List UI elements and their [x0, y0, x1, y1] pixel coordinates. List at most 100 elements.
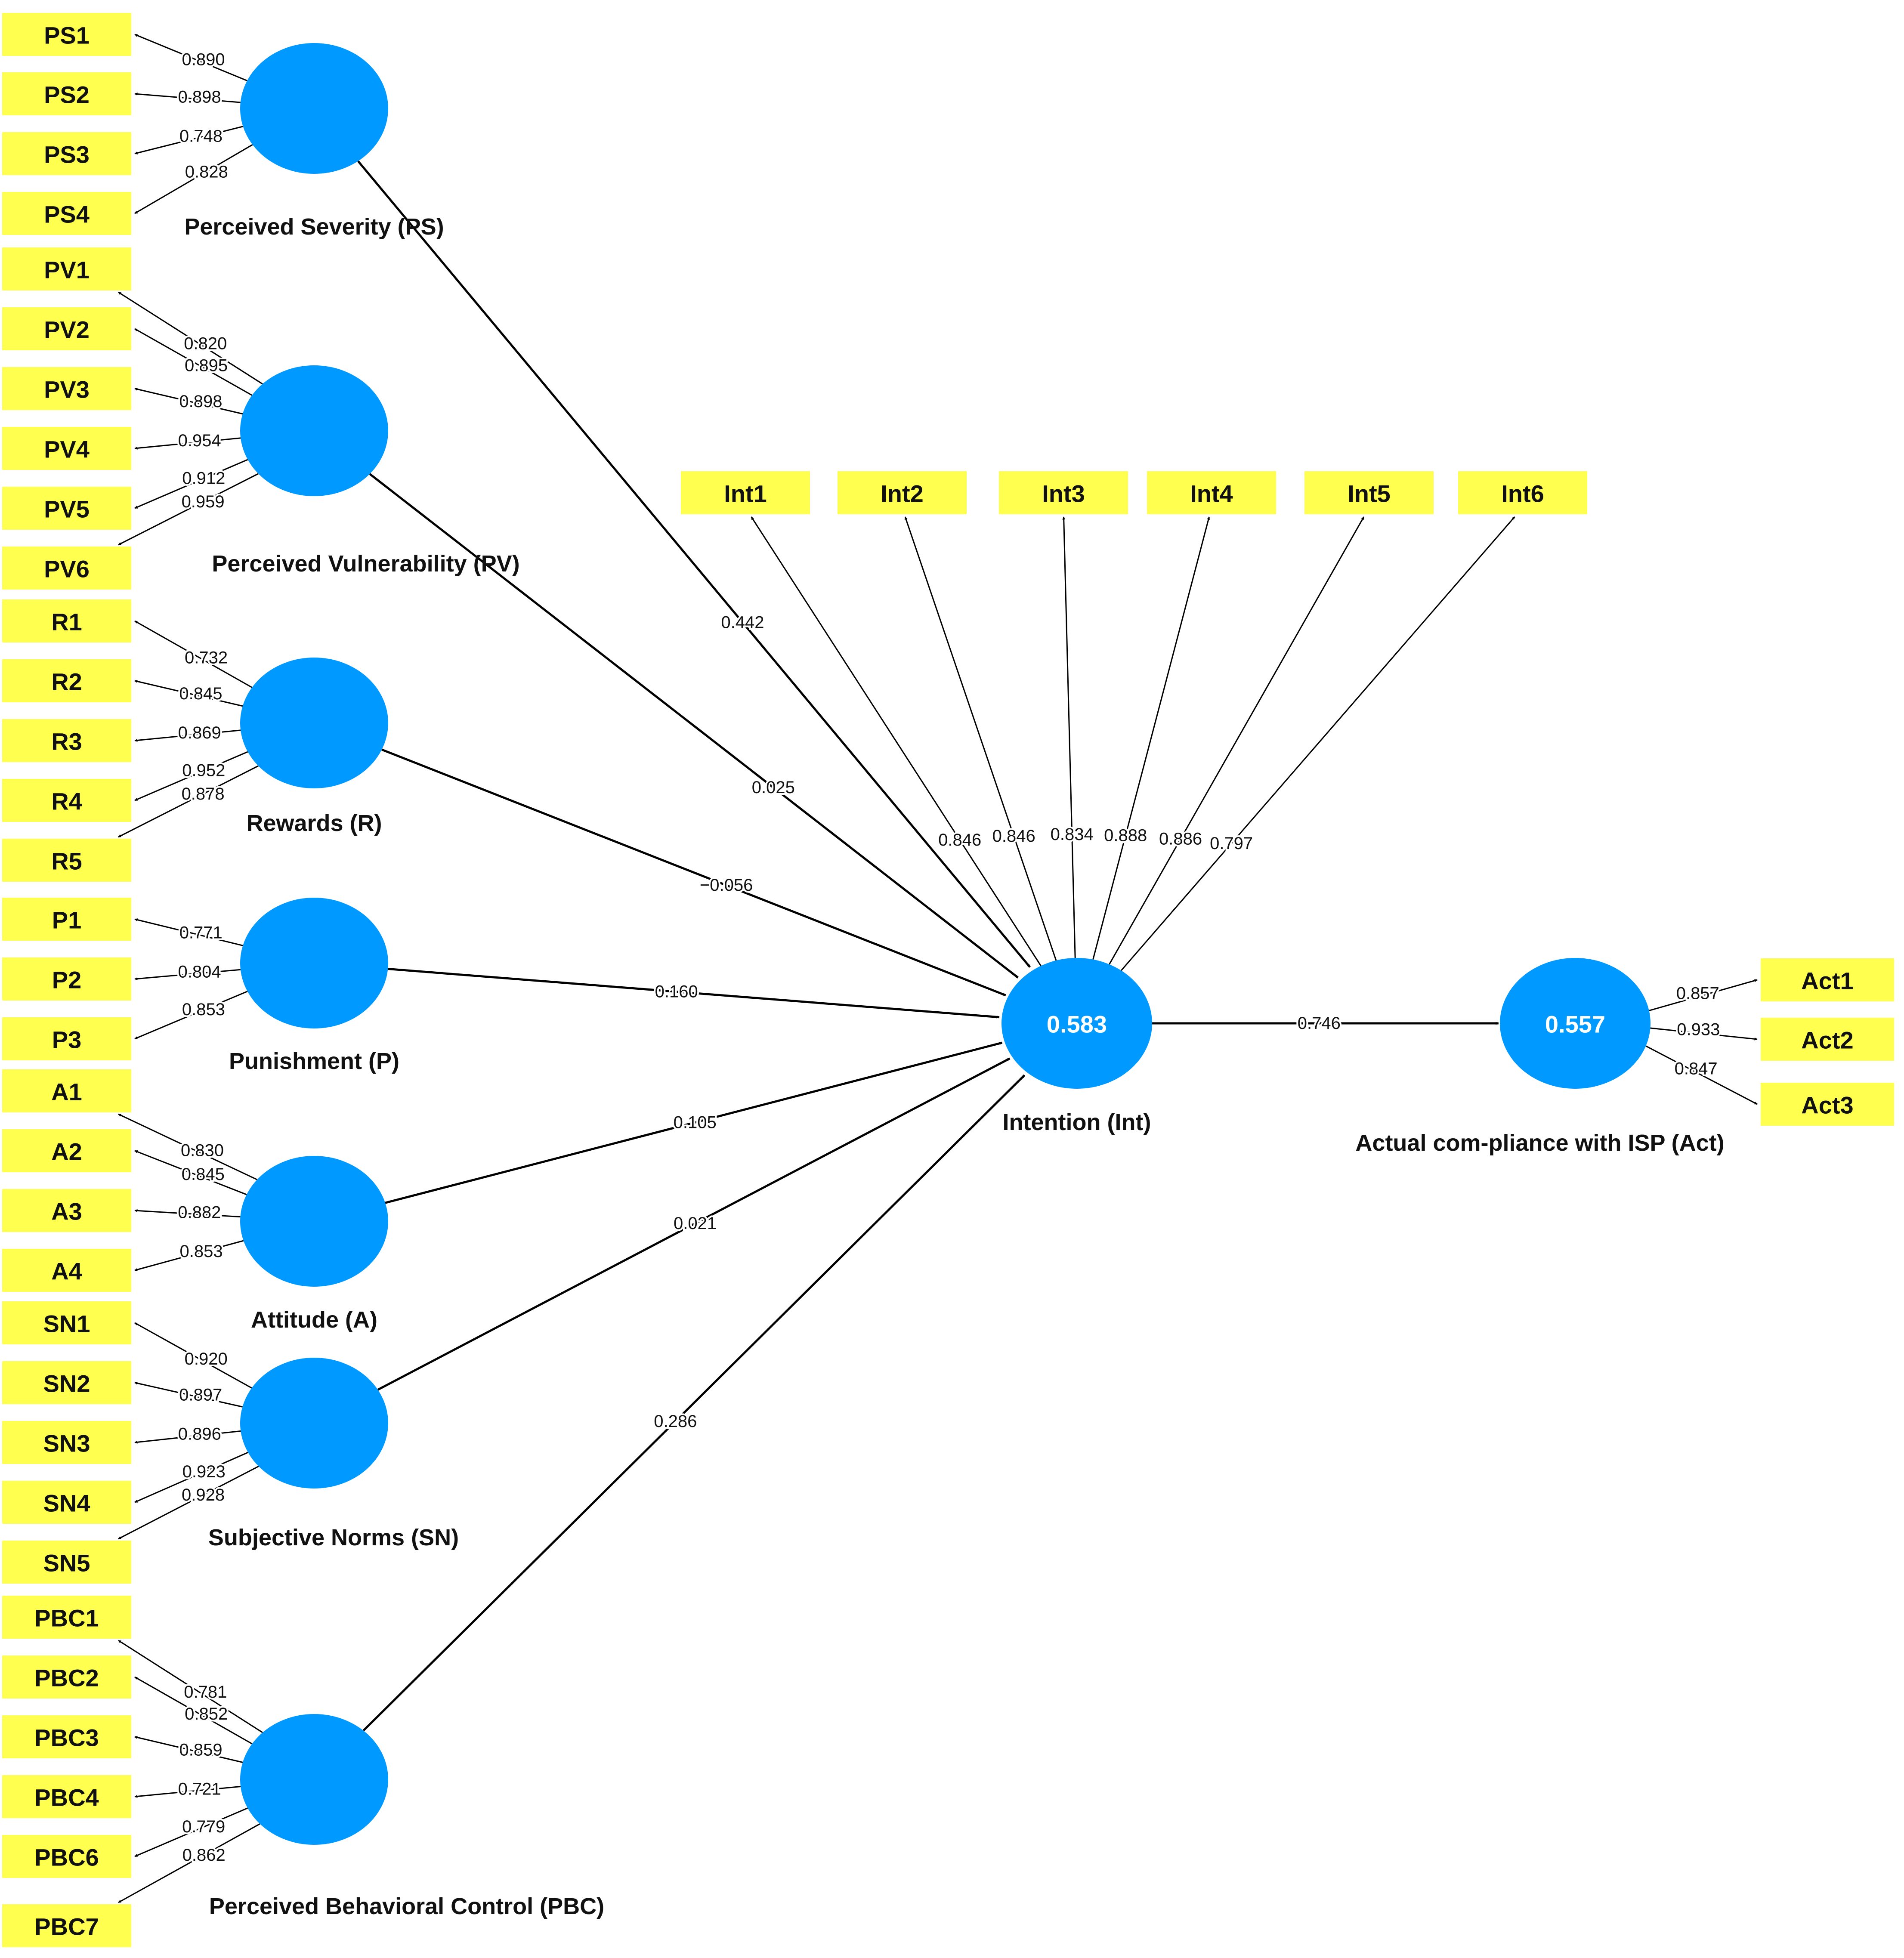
- loading-value-int6: 0.797: [1210, 834, 1253, 853]
- indicator-box-pbc6: [2, 1835, 131, 1878]
- indicator-box-ps2: [2, 72, 131, 115]
- indicator-label-int3: Int3: [1042, 480, 1085, 507]
- indicator-box-a4: [2, 1249, 131, 1292]
- loading-arrow-r3: [134, 729, 241, 742]
- indicator-label-pbc4: PBC4: [34, 1784, 99, 1811]
- indicator-label-pbc2: PBC2: [34, 1665, 99, 1692]
- loading-arrow-pv2: [134, 328, 253, 396]
- indicator-label-a3: A3: [51, 1198, 82, 1225]
- indicator-label-pv1: PV1: [44, 256, 90, 284]
- indicator-box-ps4: [2, 192, 131, 235]
- indicator-label-pv6: PV6: [44, 556, 90, 583]
- indicator-label-sn5: SN5: [43, 1550, 90, 1577]
- indicator-label-int2: Int2: [881, 480, 924, 507]
- loading-arrow-r4: [134, 751, 248, 801]
- path-arrow-pv-int: [369, 473, 1019, 979]
- indicator-box-pv2: [2, 307, 131, 350]
- loading-arrow-act1: [1649, 979, 1758, 1011]
- path-coefficient-pbc-int: 0.286: [654, 1412, 697, 1431]
- loading-value-r3: 0.869: [178, 723, 221, 742]
- loading-arrow-ps1: [134, 34, 247, 81]
- loading-value-act1: 0.857: [1676, 984, 1719, 1003]
- construct-sn: [240, 1358, 388, 1489]
- loading-value-int5: 0.886: [1159, 830, 1202, 849]
- indicator-label-int1: Int1: [724, 480, 767, 507]
- indicator-box-int5: [1304, 471, 1434, 514]
- indicator-box-int2: [838, 471, 967, 514]
- loading-value-p1: 0.771: [179, 923, 223, 942]
- loading-arrow-int4: [1092, 516, 1210, 960]
- loading-arrow-pbc2: [134, 1676, 253, 1745]
- loading-value-sn4: 0.923: [182, 1462, 226, 1481]
- path-arrow-pbc-int: [362, 1074, 1026, 1732]
- loading-arrow-p3: [134, 991, 248, 1040]
- loading-arrow-p2: [134, 969, 241, 980]
- indicator-label-p3: P3: [52, 1026, 82, 1053]
- indicator-label-pbc7: PBC7: [34, 1913, 99, 1940]
- indicator-label-act3: Act3: [1801, 1092, 1853, 1119]
- indicator-box-sn4: [2, 1481, 131, 1524]
- loading-value-sn1: 0.920: [185, 1350, 228, 1368]
- loading-value-a4: 0.853: [180, 1242, 223, 1261]
- path-arrow-ps-int: [357, 160, 1031, 968]
- loading-arrow-r2: [134, 680, 243, 707]
- loading-arrow-ps4: [134, 144, 253, 214]
- loading-value-r1: 0.732: [185, 649, 228, 667]
- indicator-box-act1: [1761, 958, 1894, 1001]
- construct-act: [1500, 958, 1651, 1089]
- indicator-box-pv5: [2, 487, 131, 530]
- indicator-label-pv3: PV3: [44, 376, 90, 403]
- loading-value-a3: 0.882: [178, 1203, 221, 1222]
- indicator-label-act2: Act2: [1801, 1027, 1853, 1054]
- indicator-label-pbc6: PBC6: [34, 1844, 99, 1871]
- indicator-label-sn4: SN4: [43, 1490, 90, 1517]
- indicator-box-ps3: [2, 132, 131, 175]
- indicator-label-r2: R2: [51, 668, 82, 695]
- loading-arrow-pv1: [118, 291, 263, 385]
- construct-label-ps: Perceived Severity (PS): [184, 214, 444, 240]
- indicator-box-int3: [999, 471, 1128, 514]
- construct-label-act: Actual com-pliance with ISP (Act): [1355, 1130, 1724, 1156]
- indicator-label-ps4: PS4: [44, 201, 90, 228]
- loading-value-sn5: 0.928: [182, 1485, 225, 1504]
- indicator-box-pbc4: [2, 1775, 131, 1818]
- loading-value-sn2: 0.897: [179, 1386, 222, 1405]
- loading-arrow-int1: [751, 516, 1042, 967]
- r-squared-act: 0.557: [1545, 1011, 1605, 1038]
- path-coefficient-pv-int: 0.025: [752, 778, 795, 797]
- loading-value-pv2: 0.895: [185, 356, 228, 375]
- indicator-label-ps3: PS3: [44, 141, 90, 168]
- indicator-box-pbc3: [2, 1715, 131, 1758]
- connector-lines: [118, 34, 1758, 1903]
- loading-value-int3: 0.834: [1051, 825, 1094, 844]
- construct-pbc: [240, 1714, 388, 1845]
- indicator-label-r1: R1: [51, 608, 82, 636]
- loading-value-p2: 0.804: [178, 962, 221, 981]
- loading-arrow-a3: [134, 1209, 241, 1218]
- loading-value-p3: 0.853: [182, 1000, 225, 1019]
- loading-arrow-act3: [1645, 1045, 1758, 1105]
- construct-label-pbc: Perceived Behavioral Control (PBC): [209, 1893, 604, 1919]
- loading-arrow-pv6: [118, 473, 259, 546]
- loading-value-r2: 0.845: [179, 684, 222, 703]
- indicator-box-int4: [1147, 471, 1276, 514]
- loading-value-pv3: 0.898: [179, 392, 222, 411]
- indicator-box-sn1: [2, 1301, 131, 1344]
- indicator-label-sn2: SN2: [43, 1370, 90, 1397]
- construct-ps: [240, 43, 388, 174]
- indicator-label-int4: Int4: [1190, 480, 1233, 507]
- indicator-label-a4: A4: [51, 1258, 82, 1285]
- construct-label-p: Punishment (P): [229, 1048, 399, 1074]
- loading-arrow-a4: [134, 1240, 244, 1271]
- indicator-box-pv3: [2, 367, 131, 410]
- loading-arrow-int3: [1062, 516, 1076, 958]
- loading-arrow-sn1: [134, 1322, 252, 1389]
- indicator-label-pv4: PV4: [44, 436, 90, 463]
- path-arrow-sn-int: [377, 1057, 1011, 1391]
- indicator-label-a1: A1: [51, 1078, 82, 1106]
- construct-label-sn: Subjective Norms (SN): [208, 1525, 459, 1550]
- indicator-box-r5: [2, 839, 131, 882]
- path-coefficient-r-int: −0.056: [700, 876, 753, 895]
- indicator-box-p3: [2, 1017, 131, 1060]
- loading-value-pv1: 0.820: [184, 334, 227, 353]
